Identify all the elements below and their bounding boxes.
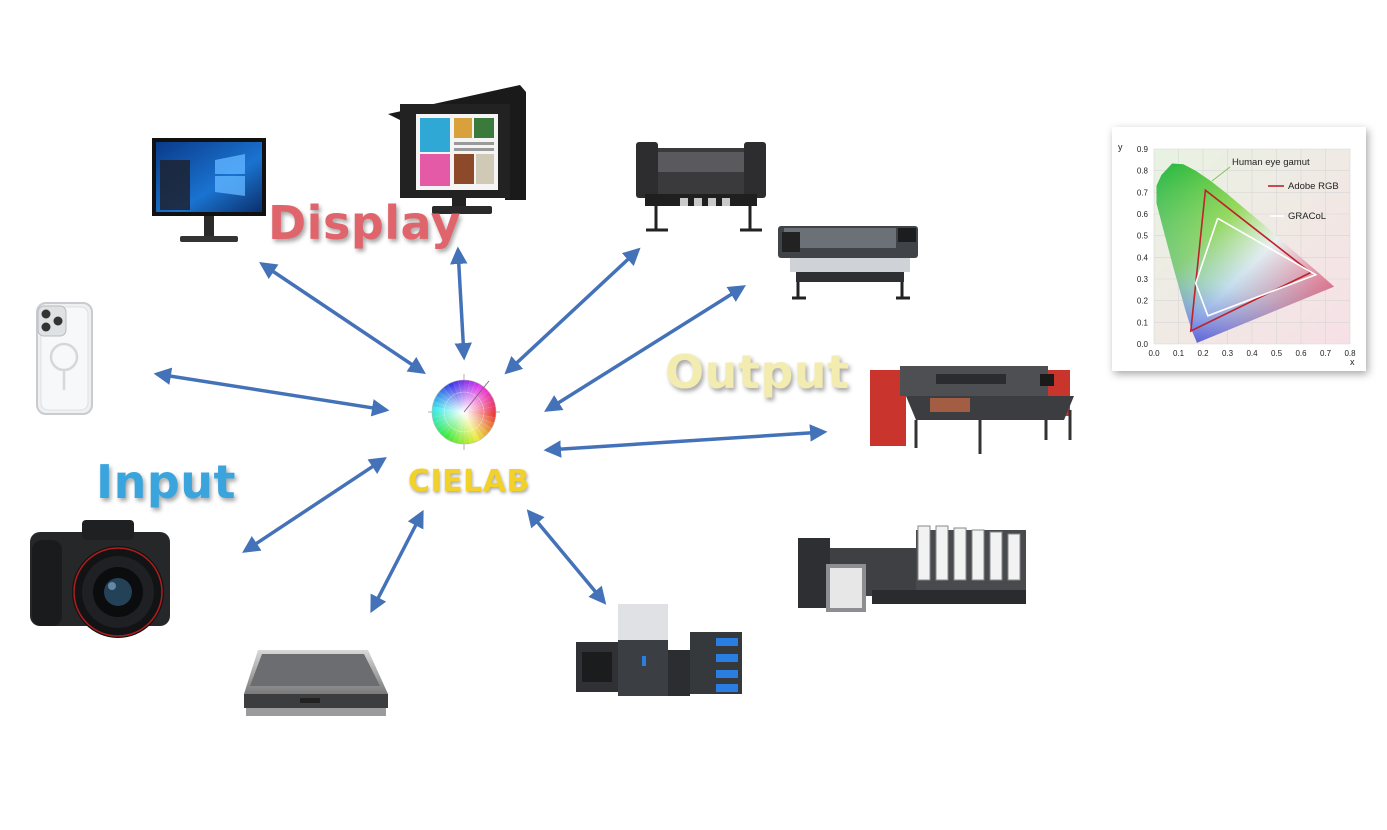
- arrow-camera: [242, 457, 387, 553]
- arrow-inkjet-printer: [504, 247, 641, 375]
- flatbed-scanner-icon: [244, 650, 388, 716]
- flatbed-uv-printer-icon: [870, 366, 1074, 454]
- arrows-group: [153, 246, 828, 614]
- y-tick-label: 0.8: [1137, 167, 1149, 176]
- display-label: Display: [268, 196, 462, 250]
- offset-press-icon: [798, 525, 1026, 612]
- arrow-flatbed-uv-printer: [543, 424, 828, 458]
- digital-camera-icon: [30, 520, 170, 638]
- arrow-scanner: [370, 509, 424, 614]
- y-tick-label: 0.2: [1137, 297, 1149, 306]
- y-tick-label: 0.0: [1137, 340, 1149, 349]
- output-label: Output: [665, 345, 850, 399]
- arrow-wide-format-printer: [544, 285, 746, 412]
- x-tick-label: 0.1: [1173, 349, 1185, 358]
- y-tick-label: 0.1: [1137, 318, 1149, 327]
- arrow-smartphone: [153, 367, 390, 417]
- x-tick-label: 0.8: [1344, 349, 1356, 358]
- legend-gracol: GRACoL: [1288, 211, 1326, 222]
- x-tick-label: 0.5: [1271, 349, 1283, 358]
- cie-chromaticity-chart: 0.0 0.1 0.2 0.3 0.4 0.5 0.6 0.7 0.8 0.0 0.1 0.2 0.3 0…: [1112, 127, 1366, 371]
- cie-chart-svg: 0.0 0.1 0.2 0.3 0.4 0.5 0.6 0.7 0.8 0.0 0.1 0.2 0.3 0…: [1118, 142, 1356, 367]
- desktop-monitor-icon: [152, 138, 266, 242]
- cielab-label: CIELAB: [408, 464, 530, 499]
- x-axis-label: x: [1350, 357, 1355, 367]
- legend-adobe-rgb: Adobe RGB: [1288, 181, 1339, 192]
- y-axis-label: y: [1118, 142, 1123, 152]
- arrow-proofing-monitor: [450, 246, 472, 361]
- legend-human-eye-gamut: Human eye gamut: [1232, 157, 1310, 168]
- x-tick-label: 0.3: [1222, 349, 1234, 358]
- y-tick-label: 0.3: [1137, 275, 1149, 284]
- arrow-digital-press: [526, 509, 607, 605]
- gracol-gamut: [1194, 217, 1318, 317]
- y-tick-label: 0.6: [1137, 210, 1149, 219]
- x-tick-label: 0.4: [1246, 349, 1258, 358]
- y-tick-label: 0.5: [1137, 232, 1149, 241]
- x-tick-label: 0.6: [1295, 349, 1307, 358]
- arrow-display-monitor: [259, 262, 426, 374]
- x-tick-label: 0.2: [1197, 349, 1209, 358]
- legend-human-pointer: [1211, 166, 1231, 182]
- y-tick-label: 0.4: [1137, 253, 1149, 262]
- input-label: Input: [96, 455, 237, 509]
- wide-format-printer-icon: [778, 226, 918, 300]
- cielab-color-wheel-icon: [428, 374, 500, 450]
- inkjet-printer-icon: [636, 142, 766, 232]
- proofing-monitor-icon: [388, 85, 526, 214]
- x-tick-label: 0.7: [1320, 349, 1332, 358]
- y-tick-label: 0.7: [1137, 188, 1149, 197]
- y-tick-label: 0.9: [1137, 145, 1149, 154]
- x-tick-label: 0.0: [1148, 349, 1160, 358]
- adobe-rgb-gamut: [1189, 188, 1312, 333]
- smartphone-icon: [36, 302, 93, 415]
- digital-press-icon: [576, 604, 742, 696]
